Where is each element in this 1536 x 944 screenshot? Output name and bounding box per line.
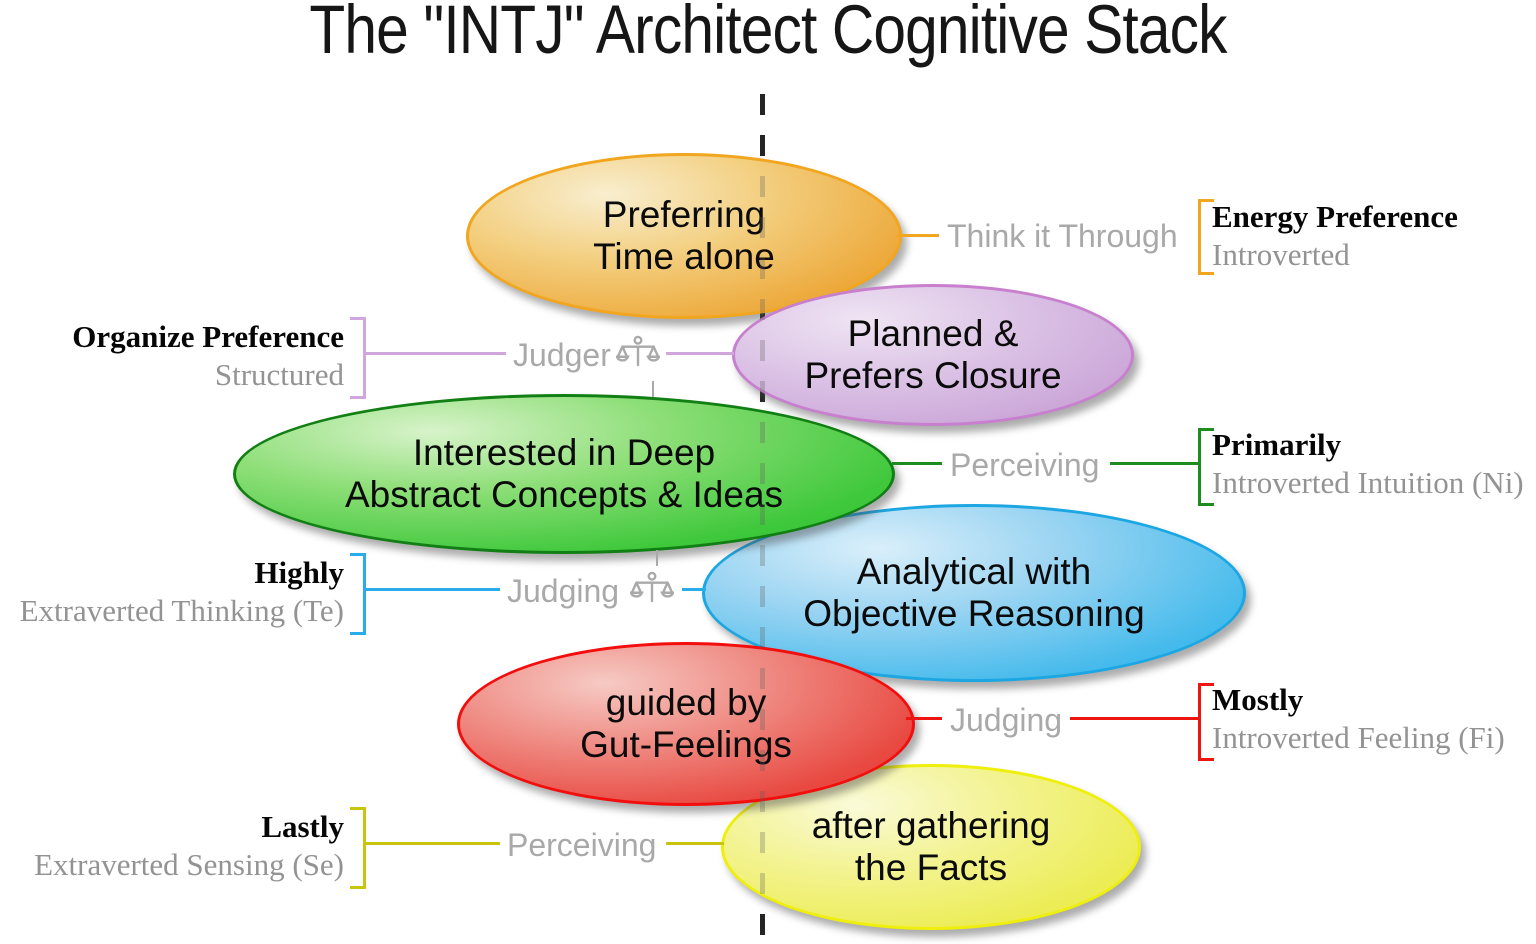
annotation-title: Highly (254, 555, 344, 590)
process-label: Judger (513, 337, 611, 373)
judger-tick-line (652, 381, 654, 397)
bracket (1198, 683, 1214, 761)
ellipse-text-line: Objective Reasoning (803, 593, 1145, 634)
ellipse-text-line: Planned & (847, 313, 1019, 354)
bracket (1198, 199, 1214, 275)
scales-icon (629, 569, 675, 611)
connector-line (897, 234, 939, 237)
connector-line (892, 462, 942, 465)
ellipse-text-line: Gut-Feelings (580, 724, 792, 765)
process-label: Judging (507, 573, 620, 609)
connector-line (366, 588, 500, 591)
annotation-subtitle: Introverted Intuition (Ni) (1212, 465, 1524, 500)
connector-line (906, 717, 942, 720)
ellipse-planned-prefers-closure: Planned & Prefers Closure (732, 284, 1134, 426)
annotation-subtitle: Introverted Feeling (Fi) (1212, 720, 1505, 755)
connector-line (1070, 717, 1198, 720)
process-label: Judging (950, 702, 1063, 738)
ellipse-objective-reasoning: Analytical with Objective Reasoning (702, 504, 1246, 682)
judging-tick-line (656, 550, 658, 566)
ellipse-text-line: guided by (605, 682, 767, 723)
connector-line (666, 842, 724, 845)
ellipse-text-line: Time alone (593, 236, 775, 277)
ellipse-text-line: the Facts (854, 847, 1008, 888)
connector-line (366, 352, 506, 355)
annotation-title: Organize Preference (72, 319, 344, 354)
annotation-subtitle: Introverted (1212, 237, 1350, 272)
ellipse-text-line: Abstract Concepts & Ideas (344, 474, 784, 515)
connector-line (666, 352, 734, 355)
center-dashed-line-overlay (760, 94, 765, 944)
process-label: Think it Through (947, 218, 1178, 254)
bracket (350, 553, 366, 635)
ellipse-text-line: Prefers Closure (804, 355, 1062, 396)
connector-line (366, 842, 500, 845)
connector-line (1110, 462, 1198, 465)
annotation-title: Energy Preference (1212, 199, 1458, 234)
process-label: Perceiving (950, 447, 1100, 483)
bracket (350, 317, 366, 399)
annotation-title: Lastly (261, 809, 344, 844)
ellipse-text-line: Preferring (602, 194, 766, 235)
ellipse-abstract-concepts: Interested in Deep Abstract Concepts & I… (233, 394, 895, 554)
annotation-title: Primarily (1212, 427, 1342, 462)
annotation-title: Mostly (1212, 682, 1304, 717)
page-title: The "INTJ" Architect Cognitive Stack (309, 0, 1227, 68)
annotation-subtitle: Extraverted Sensing (Se) (34, 847, 344, 882)
annotation-subtitle: Extraverted Thinking (Te) (19, 593, 344, 628)
annotation-subtitle: Structured (214, 357, 344, 392)
ellipse-gut-feelings: guided by Gut-Feelings (457, 642, 915, 806)
ellipse-text-line: Analytical with (856, 551, 1092, 592)
process-label: Perceiving (507, 827, 657, 863)
bracket (350, 807, 366, 889)
scales-icon (615, 333, 661, 375)
bracket (1198, 428, 1214, 506)
ellipse-text-line: after gathering (811, 805, 1051, 846)
ellipse-preferring-time-alone: Preferring Time alone (466, 153, 902, 319)
connector-line (682, 588, 706, 591)
ellipse-text-line: Interested in Deep (412, 432, 716, 473)
